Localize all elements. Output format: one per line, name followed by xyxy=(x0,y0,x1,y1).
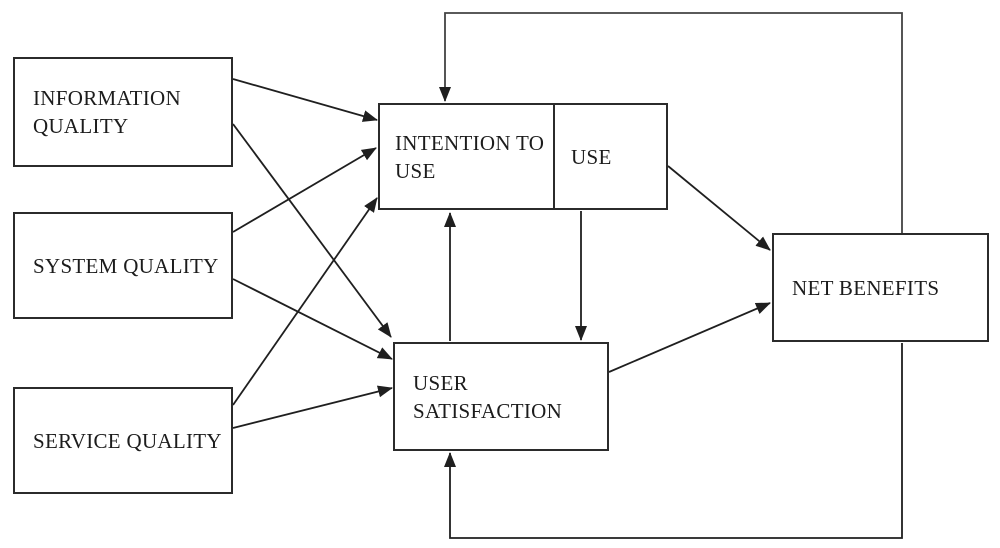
arrow-information-quality-to-intention-to-use xyxy=(232,78,378,122)
node-intention-to-use-label: INTENTION TO USE xyxy=(395,130,545,183)
feedback-arrow-net-benefits-to-intention-to-use xyxy=(439,12,903,233)
arrow-system-quality-to-intention-to-use xyxy=(232,147,377,233)
node-information-quality-label: INFORMATION QUALITY xyxy=(33,86,181,138)
arrow-service-quality-to-intention-to-use xyxy=(232,197,378,406)
arrow-use-to-net-benefits xyxy=(667,165,771,251)
node-system-quality-label: SYSTEM QUALITY xyxy=(33,253,219,278)
arrow-service-quality-to-user-satisfaction xyxy=(232,385,393,429)
node-user-satisfaction: USER SATISFACTION xyxy=(393,342,609,451)
node-net-benefits: NET BENEFITS xyxy=(772,233,989,342)
node-intention-to-use-and-use: INTENTION TO USE USE xyxy=(378,103,668,210)
node-use: USE xyxy=(555,105,666,208)
node-service-quality-label: SERVICE QUALITY xyxy=(33,428,222,453)
node-intention-to-use: INTENTION TO USE xyxy=(380,105,555,208)
node-net-benefits-label: NET BENEFITS xyxy=(792,275,940,300)
arrow-user-satisfaction-to-net-benefits xyxy=(608,302,771,373)
arrow-information-quality-to-user-satisfaction xyxy=(232,123,392,338)
node-use-label: USE xyxy=(571,144,612,169)
node-user-satisfaction-label: USER SATISFACTION xyxy=(413,370,563,423)
node-system-quality: SYSTEM QUALITY xyxy=(13,212,233,319)
arrow-system-quality-to-user-satisfaction xyxy=(232,278,393,360)
node-service-quality: SERVICE QUALITY xyxy=(13,387,233,494)
feedback-arrow-net-benefits-to-user-satisfaction xyxy=(444,343,903,539)
node-information-quality: INFORMATION QUALITY xyxy=(13,57,233,167)
